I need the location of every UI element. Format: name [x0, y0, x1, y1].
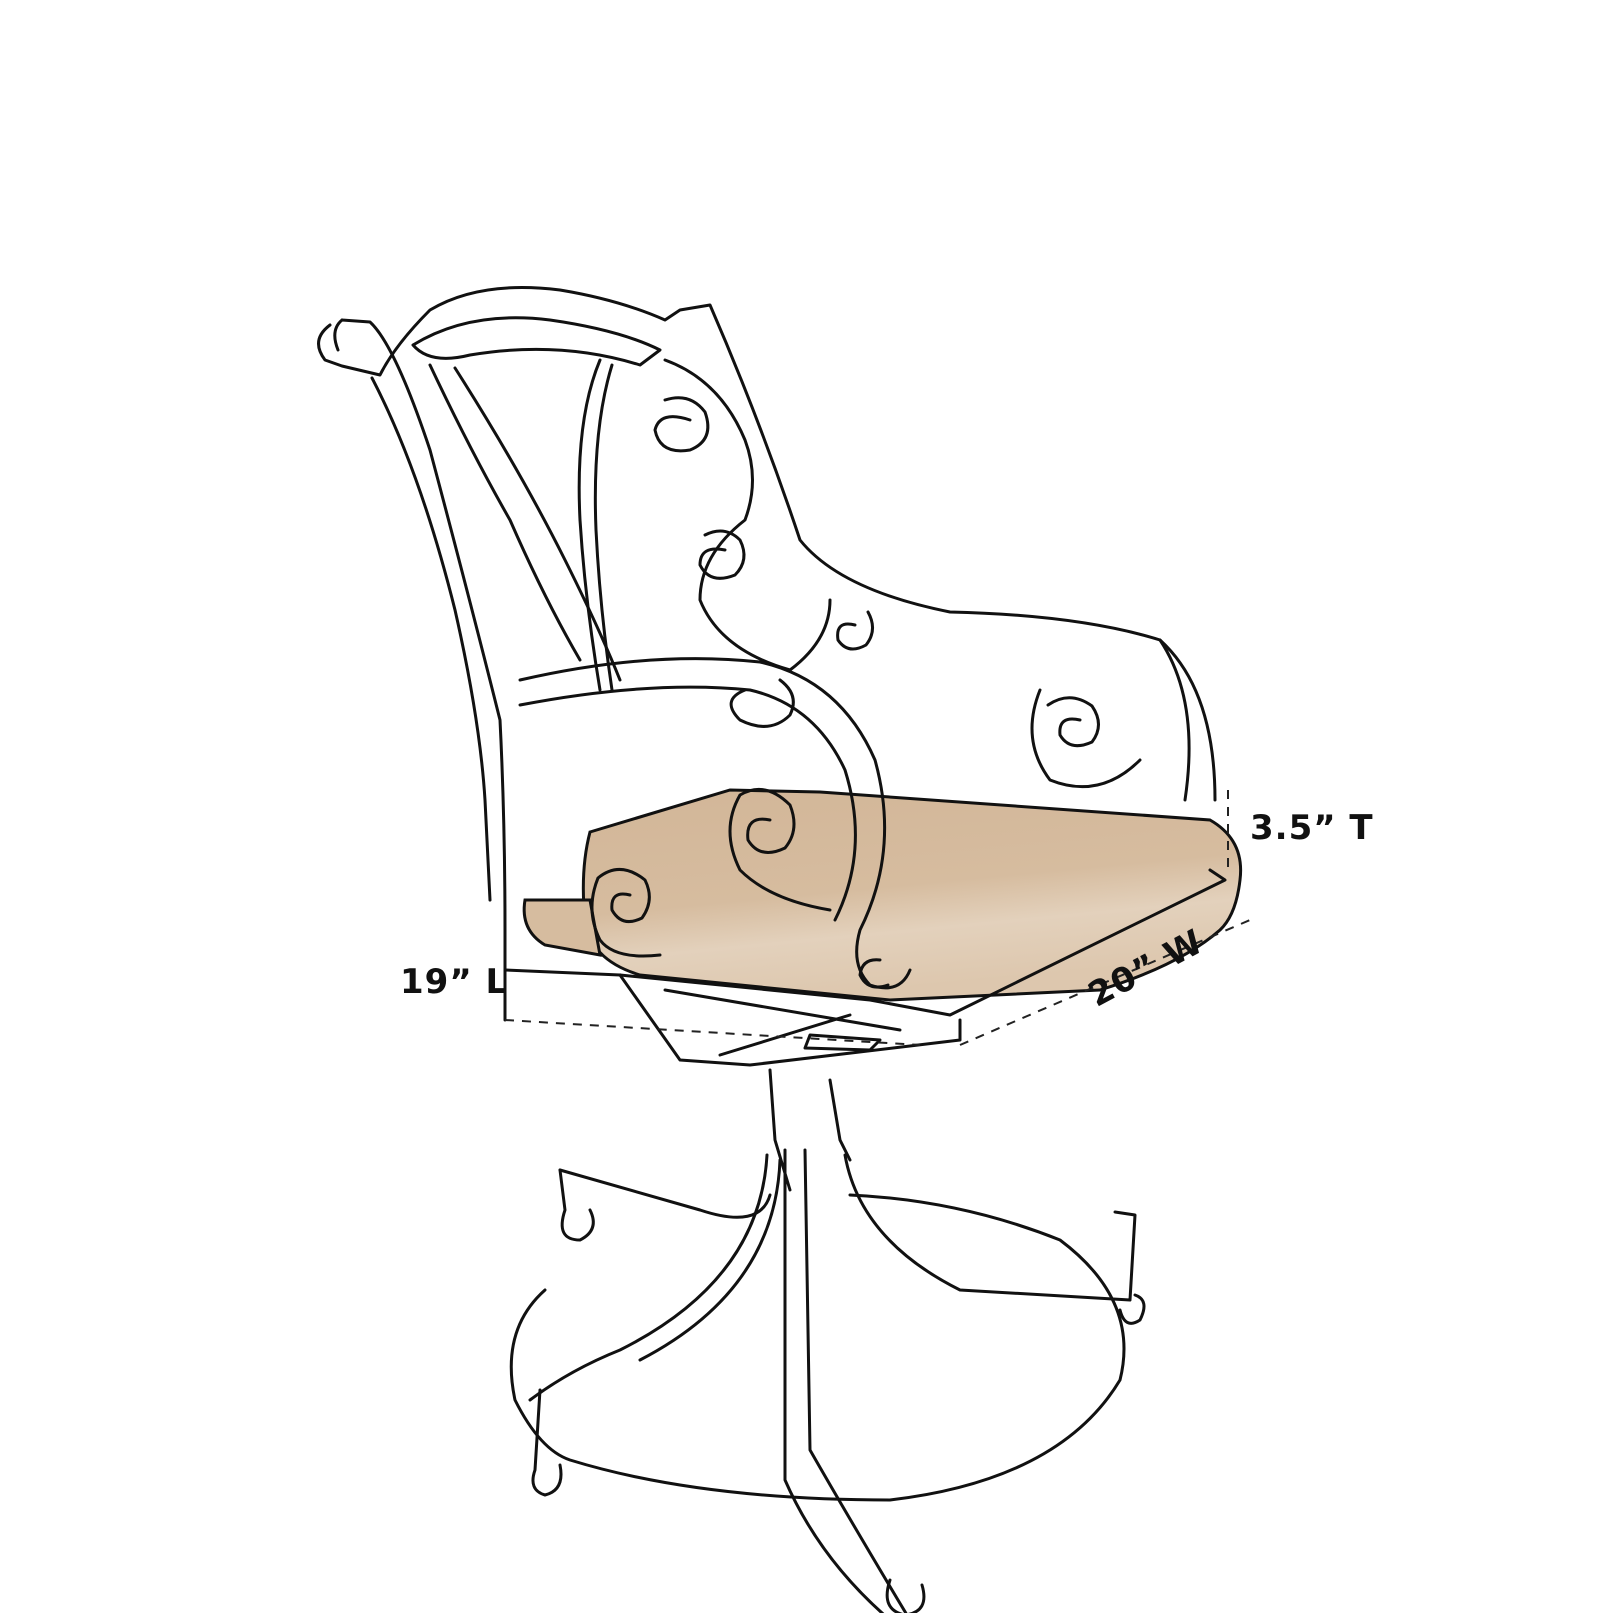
- chair-back-frame: [317, 286, 1217, 1022]
- scroll-spirals: [653, 396, 1191, 802]
- armrest: [518, 657, 912, 990]
- seat-cushion: [522, 788, 1243, 1002]
- swivel-base: [509, 1068, 1146, 1617]
- seat-platform: [503, 868, 1227, 1067]
- cushion-scrolls: [590, 787, 890, 989]
- length-label: 19” L: [400, 962, 509, 1002]
- thickness-label: 3.5” T: [1250, 808, 1374, 848]
- length-dimension-line: [504, 1019, 921, 1046]
- width-dimension-line: [959, 919, 1251, 1046]
